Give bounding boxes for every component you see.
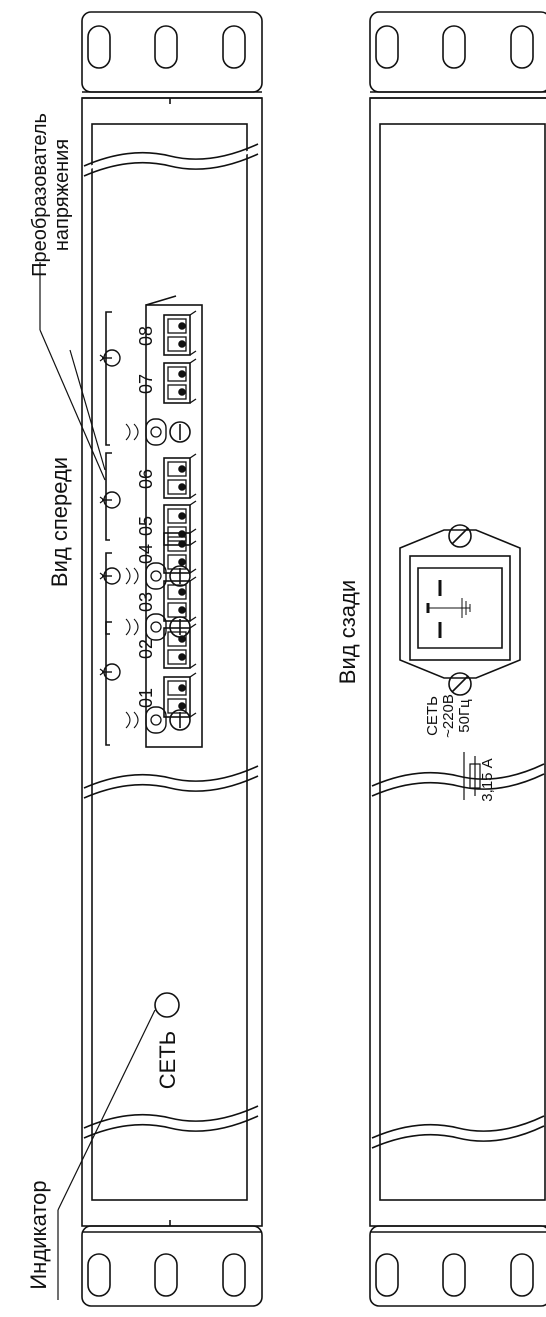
terminal-connector-02	[163, 623, 197, 669]
trimmer-pot-icon	[125, 418, 191, 446]
rear-panel	[369, 11, 546, 1307]
channel-label-06: 06	[136, 469, 156, 489]
mount-slot	[375, 1253, 399, 1297]
channel-label-03: 03	[136, 592, 156, 612]
module-bracket	[105, 552, 112, 635]
mount-slot	[154, 1253, 178, 1297]
fuse-label: 3,15 А	[479, 758, 496, 801]
channel-label-01: 01	[136, 688, 156, 708]
trimmer-pot-icon	[125, 706, 191, 734]
power-symbol-icon	[99, 491, 121, 509]
mount-slot	[442, 1253, 466, 1297]
module-bracket	[105, 452, 112, 541]
mains-label-line2: ~220В	[440, 694, 457, 738]
fuse-icon	[463, 752, 481, 800]
mount-slot	[510, 25, 534, 69]
mount-slot	[87, 1253, 111, 1297]
module-bracket	[105, 311, 112, 446]
channel-label-07: 07	[136, 374, 156, 394]
mains-label-line3: 50Гц	[456, 699, 473, 733]
channel-label-02: 02	[136, 639, 156, 659]
power-label: СЕТЬ	[155, 1031, 180, 1089]
terminal-connector-08	[163, 310, 197, 356]
mount-slot	[510, 1253, 534, 1297]
mount-slot	[375, 25, 399, 69]
mount-slot	[87, 25, 111, 69]
converter-label-line1: Преобразователь	[29, 113, 51, 277]
mains-inlet	[399, 524, 521, 696]
indicator-leader-line	[57, 1009, 156, 1211]
rear-view-title: Вид сзади	[335, 580, 360, 684]
indicator-label: Индикатор	[26, 1180, 51, 1289]
power-symbol-icon	[99, 349, 121, 367]
channel-label-05: 05	[136, 516, 156, 536]
power-symbol-icon	[99, 663, 121, 681]
power-symbol-icon	[99, 567, 121, 585]
indicator-led	[154, 992, 180, 1018]
channel-label-04: 04	[136, 544, 156, 564]
terminal-strip	[145, 304, 203, 748]
terminal-connector-04	[163, 528, 197, 574]
terminal-connector-05	[163, 500, 197, 546]
front-view-title: Вид спереди	[47, 457, 72, 587]
converter-label-line2: напряжения	[51, 139, 73, 251]
module-bracket	[105, 621, 112, 746]
channel-label-08: 08	[136, 326, 156, 346]
terminal-connector-01	[163, 672, 197, 718]
mount-slot	[154, 25, 178, 69]
front-panel	[39, 11, 263, 1307]
mount-slot	[442, 25, 466, 69]
trimmer-pot-icon	[125, 562, 191, 590]
mains-label-line1: СЕТЬ	[424, 696, 441, 736]
terminal-connector-07	[163, 358, 197, 404]
terminal-connector-06	[163, 453, 197, 499]
mount-slot	[222, 25, 246, 69]
trimmer-pot-icon	[125, 613, 191, 641]
mount-slot	[222, 1253, 246, 1297]
